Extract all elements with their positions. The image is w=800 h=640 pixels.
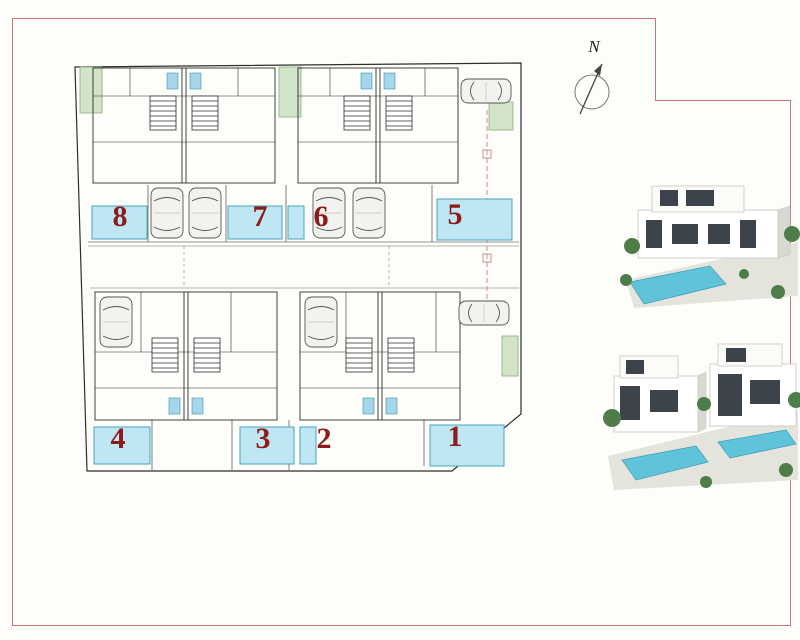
north-compass: N (574, 37, 610, 115)
villa-render-top (620, 185, 800, 308)
compass-arrowhead (594, 64, 602, 76)
building-units-4-3 (94, 291, 278, 421)
garden-separators (88, 185, 519, 470)
render-pools (629, 265, 727, 305)
unit-number-1: 1 (448, 420, 463, 453)
unit-number-3: 3 (256, 422, 271, 455)
car-icon (352, 187, 386, 239)
stairs-icon (343, 95, 371, 131)
pools (91, 198, 513, 467)
pool-unit-1 (429, 424, 505, 467)
green-patch (501, 335, 519, 377)
unit-number-2: 2 (317, 422, 332, 455)
villa-windows (620, 348, 780, 420)
pool-unit-2 (299, 426, 317, 465)
stairs-icon (193, 337, 221, 373)
green-patch (278, 66, 302, 118)
car-icon (99, 296, 133, 348)
villa-side (777, 205, 791, 259)
road-lines (88, 245, 519, 289)
pool-unit-4 (93, 426, 151, 465)
stairs-icon (149, 95, 177, 131)
drawing-frame (12, 18, 791, 626)
car-icon (458, 300, 510, 326)
stairs-icon (191, 95, 219, 131)
pool-unit-3 (239, 426, 295, 465)
unit-number-8: 8 (113, 200, 128, 233)
car-icon (460, 78, 512, 104)
unit-number-4: 4 (111, 422, 126, 455)
green-patch (488, 101, 514, 131)
north-label: N (587, 37, 601, 56)
villa-render-bottom (603, 343, 800, 490)
pool-unit-7 (227, 205, 283, 240)
pool-unit-6 (287, 205, 305, 240)
car-icon (188, 187, 222, 239)
villa-windows (646, 190, 756, 248)
stairs-icon (151, 337, 179, 373)
pool-unit-5 (436, 198, 513, 241)
unit-number-6: 6 (314, 200, 329, 233)
building-units-6-5 (297, 67, 459, 184)
stairs-icon (387, 337, 415, 373)
unit-number-5: 5 (448, 198, 463, 231)
pool-unit-8 (91, 205, 148, 240)
compass-circle (574, 74, 610, 110)
unit-number-7: 7 (253, 200, 268, 233)
unit-numbers: 8 7 6 5 4 3 2 1 (111, 198, 463, 455)
building-units-2-1 (299, 291, 461, 421)
render-foliage (620, 226, 800, 299)
fixtures (166, 72, 398, 415)
render-foliage (603, 392, 800, 488)
car-icon (150, 187, 184, 239)
green-patch (79, 66, 103, 114)
car-icon (304, 296, 338, 348)
green-patches (79, 66, 519, 377)
stairs-icon (385, 95, 413, 131)
building-units-8-7 (92, 67, 276, 184)
render-pools (621, 429, 797, 481)
stairs-icon (345, 337, 373, 373)
